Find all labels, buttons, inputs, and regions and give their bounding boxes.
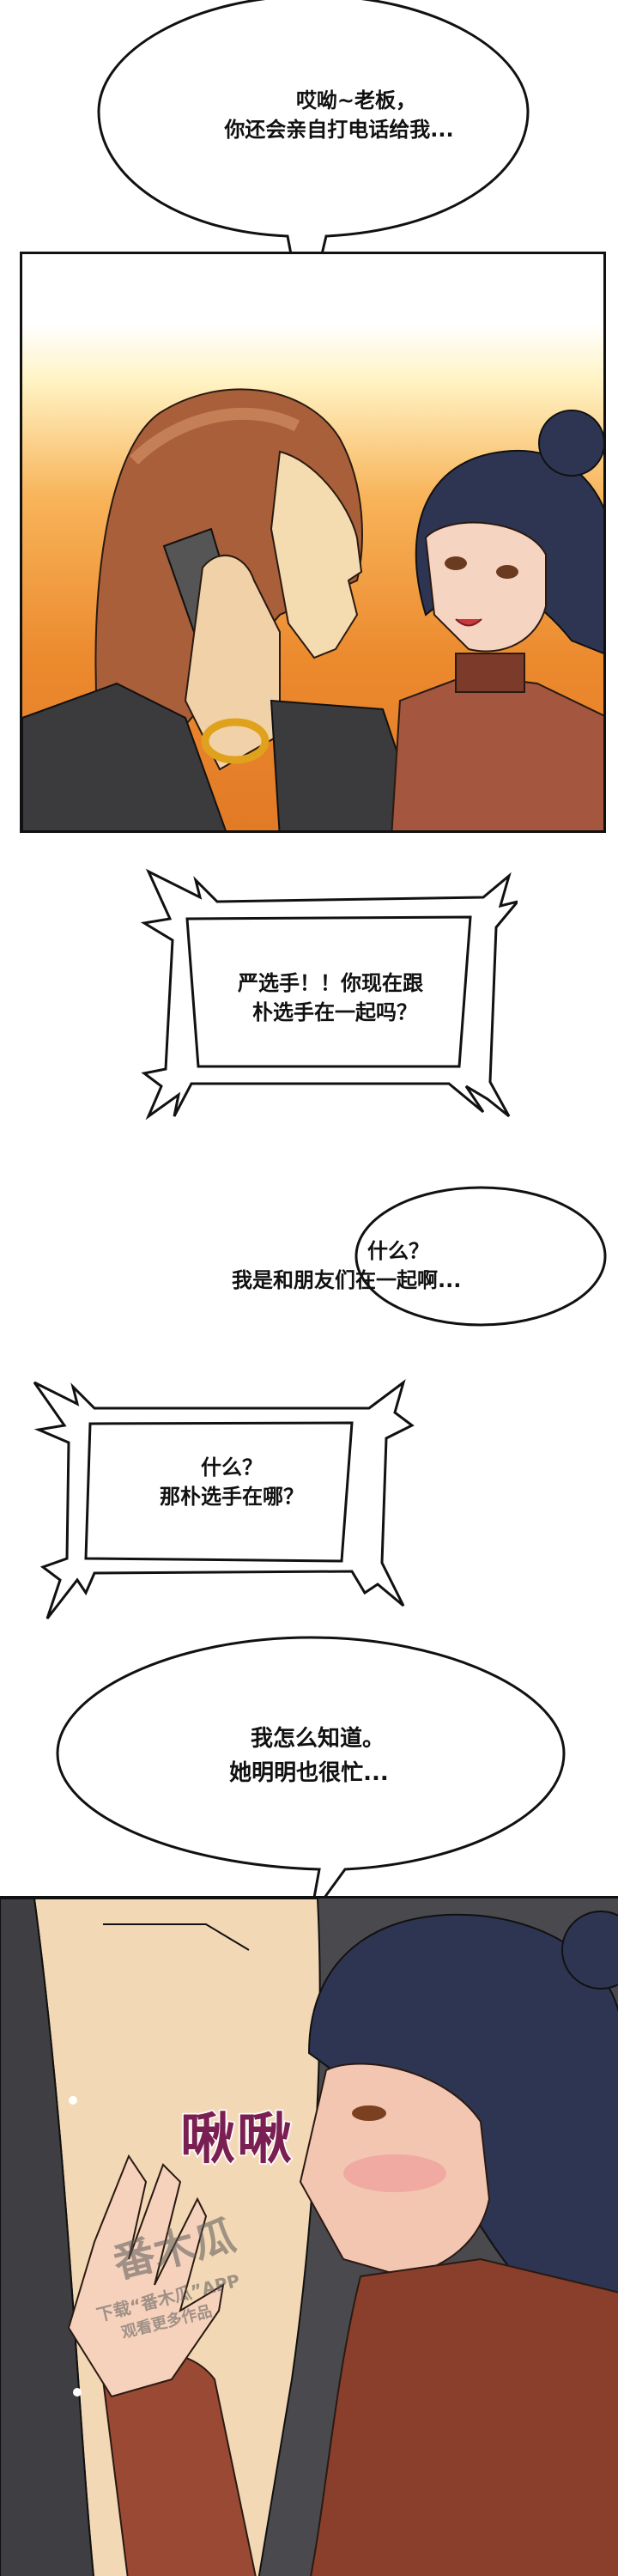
panel-1 bbox=[20, 252, 606, 833]
phone-bubble-4 bbox=[26, 1374, 421, 1623]
bubble-3-line-1: 什么？ bbox=[367, 1239, 429, 1263]
bubble-4-line-2: 那朴选手在哪？ bbox=[160, 1485, 304, 1509]
bubble-3-line-2: 我是和朋友们在一起啊... bbox=[232, 1268, 462, 1292]
bubble-1-line-1: 哎呦~老板， bbox=[295, 88, 417, 112]
bubble-5-text: 我怎么知道。 她明明也很忙... bbox=[163, 1722, 455, 1790]
panel-1-artwork bbox=[22, 388, 603, 830]
speech-bubble-5 bbox=[53, 1633, 568, 1917]
speech-bubble-shape-icon bbox=[354, 1186, 607, 1327]
bubble-5-line-2: 她明明也很忙... bbox=[229, 1760, 389, 1786]
bubble-4-line-1: 什么？ bbox=[201, 1455, 263, 1479]
panel-2-artwork bbox=[0, 1899, 618, 2576]
bubble-4-text: 什么？ 那朴选手在哪？ bbox=[129, 1453, 335, 1511]
jagged-bubble-shape-icon bbox=[140, 868, 518, 1121]
bubble-2-line-1: 严选手！！你现在跟 bbox=[238, 971, 423, 995]
shirt-button-icon bbox=[69, 2096, 77, 2105]
shirt-button-icon bbox=[73, 2388, 82, 2397]
bubble-1-text: 哎呦~老板， 你还会亲自打电话给我... bbox=[129, 86, 524, 144]
jagged-bubble-shape-icon bbox=[33, 1379, 415, 1619]
bracelet-icon bbox=[201, 718, 270, 764]
speech-bubble-1 bbox=[94, 0, 532, 266]
bubble-5-line-1: 我怎么知道。 bbox=[250, 1726, 385, 1752]
speech-bubble-shape-icon bbox=[97, 0, 530, 266]
speech-bubble-3 bbox=[352, 1181, 609, 1331]
bubble-2-line-2: 朴选手在一起吗？ bbox=[252, 1000, 417, 1024]
sfx-kiss-sound: 啾啾 bbox=[179, 2107, 294, 2173]
phone-bubble-2 bbox=[140, 859, 518, 1125]
speech-bubble-shape-icon bbox=[56, 1636, 566, 1917]
panel-2 bbox=[0, 1896, 618, 2576]
bubble-3-text: 什么？ 我是和朋友们在一起啊... bbox=[232, 1236, 609, 1295]
bubble-1-line-2: 你还会亲自打电话给我... bbox=[224, 118, 454, 142]
bubble-2-text: 严选手！！你现在跟 朴选手在一起吗？ bbox=[197, 969, 464, 1027]
